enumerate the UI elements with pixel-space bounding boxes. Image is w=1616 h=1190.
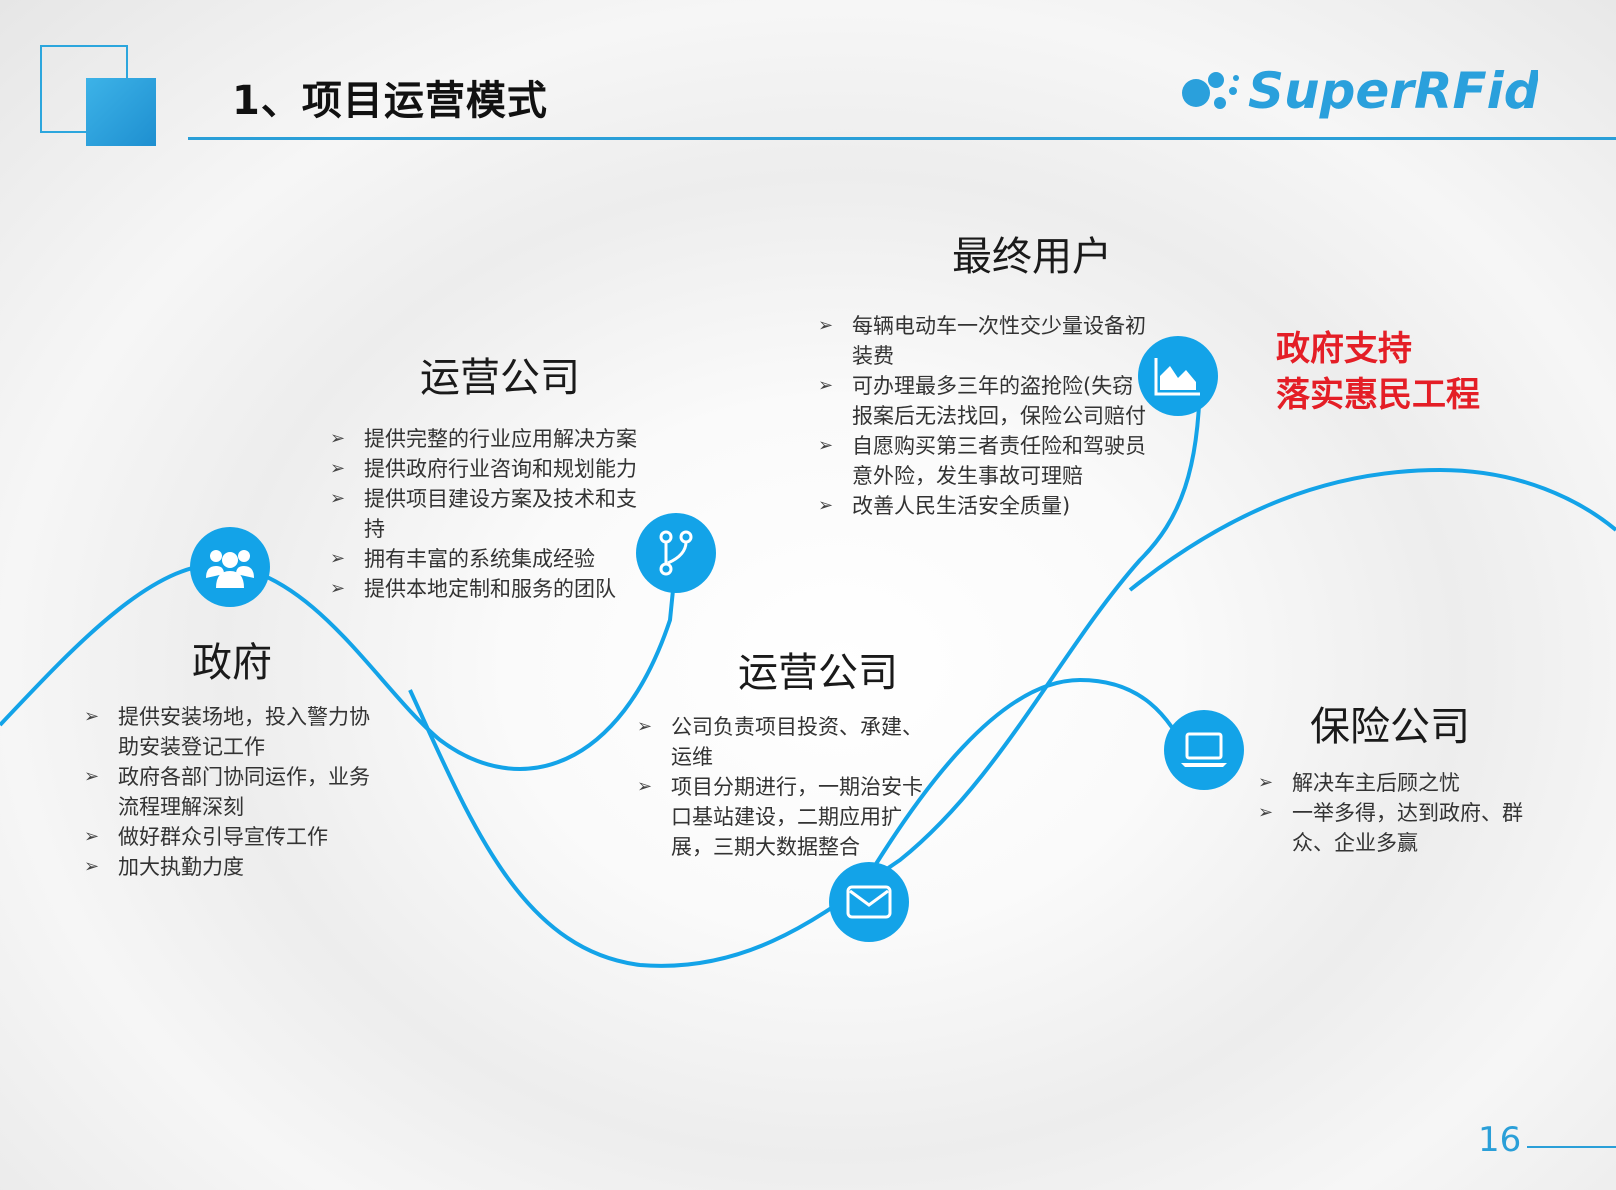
- government-heading: 政府: [192, 640, 272, 686]
- end-user-list: 每辆电动车一次性交少量设备初装费 可办理最多三年的盗抢险(失窃报案后无法找回，保…: [818, 311, 1148, 521]
- list-item: 提供本地定制和服务的团队: [330, 574, 650, 604]
- envelope-icon: [829, 862, 909, 942]
- list-item: 拥有丰富的系统集成经验: [330, 544, 650, 574]
- list-item: 提供项目建设方案及技术和支持: [330, 484, 650, 544]
- page-number-line: [1527, 1146, 1616, 1148]
- people-group-icon: [190, 527, 270, 607]
- highlight-line-1: 政府支持: [1276, 329, 1412, 369]
- highlight-line-2: 落实惠民工程: [1276, 375, 1480, 415]
- operator-b-list: 公司负责项目投资、承建、运维 项目分期进行，一期治安卡口基站建设，二期应用扩展，…: [637, 712, 937, 862]
- list-item: 项目分期进行，一期治安卡口基站建设，二期应用扩展，三期大数据整合: [637, 772, 937, 862]
- list-item: 一举多得，达到政府、群众、企业多赢: [1258, 798, 1528, 858]
- end-user-heading: 最终用户: [952, 234, 1112, 280]
- list-item: 改善人民生活安全质量): [818, 491, 1148, 521]
- area-chart-icon: [1138, 336, 1218, 416]
- operator-a-heading: 运营公司: [420, 355, 580, 401]
- highlight-text: 政府支持 落实惠民工程: [1276, 326, 1480, 418]
- laptop-icon: [1164, 710, 1244, 790]
- list-item: 提供安装场地，投入警力协助安装登记工作: [84, 702, 374, 762]
- page-number: 16: [1478, 1120, 1522, 1160]
- list-item: 做好群众引导宣传工作: [84, 822, 374, 852]
- insurance-heading: 保险公司: [1310, 704, 1470, 750]
- decorative-square-filled: [86, 78, 156, 146]
- list-item: 公司负责项目投资、承建、运维: [637, 712, 937, 772]
- operator-a-list: 提供完整的行业应用解决方案 提供政府行业咨询和规划能力 提供项目建设方案及技术和…: [330, 424, 650, 604]
- list-item: 每辆电动车一次性交少量设备初装费: [818, 311, 1148, 371]
- brand-logo: SuperRFid: [1182, 62, 1538, 120]
- logo-text: SuperRFid: [1248, 62, 1538, 120]
- slide-title: 1、项目运营模式: [232, 78, 548, 124]
- list-item: 提供政府行业咨询和规划能力: [330, 454, 650, 484]
- list-item: 提供完整的行业应用解决方案: [330, 424, 650, 454]
- list-item: 政府各部门协同运作，业务流程理解深刻: [84, 762, 374, 822]
- operator-b-heading: 运营公司: [738, 650, 898, 696]
- list-item: 自愿购买第三者责任险和驾驶员意外险，发生事故可理赔: [818, 431, 1148, 491]
- list-item: 可办理最多三年的盗抢险(失窃报案后无法找回，保险公司赔付: [818, 371, 1148, 431]
- government-list: 提供安装场地，投入警力协助安装登记工作 政府各部门协同运作，业务流程理解深刻 做…: [84, 702, 374, 882]
- list-item: 加大执勤力度: [84, 852, 374, 882]
- insurance-list: 解决车主后顾之忧 一举多得，达到政府、群众、企业多赢: [1258, 768, 1528, 858]
- list-item: 解决车主后顾之忧: [1258, 768, 1528, 798]
- title-underline: [188, 137, 1616, 140]
